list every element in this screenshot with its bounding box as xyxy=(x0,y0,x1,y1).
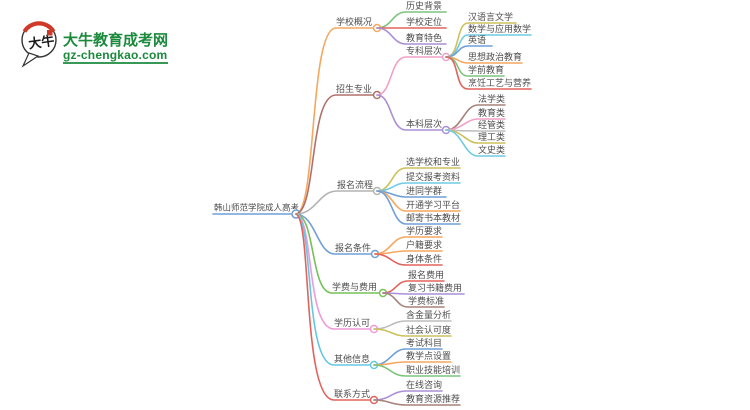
node-label[interactable]: 英语 xyxy=(468,34,486,45)
branch-line xyxy=(373,328,452,337)
branch-line xyxy=(295,213,371,366)
node-label[interactable]: 数学与应用数学 xyxy=(468,23,531,34)
node-label[interactable]: 文史类 xyxy=(478,144,505,155)
site-logo: 大牛 大牛教育成考网 gz-chengkao.com xyxy=(21,21,168,68)
branch-line xyxy=(376,94,443,131)
node-label[interactable]: 含金量分析 xyxy=(406,309,451,320)
logo-site-domain: gz-chengkao.com xyxy=(63,48,167,62)
node-label[interactable]: 经管类 xyxy=(478,119,505,130)
branch-line xyxy=(382,292,465,295)
node-bachelor-level[interactable]: 本科层次 法学类 教育类 经管类 理工类 xyxy=(376,93,506,157)
node-label[interactable]: 联系方式 xyxy=(334,388,370,399)
branch-registration-requirements[interactable]: 报名条件 学历要求 户籍要求 身体条件 xyxy=(295,213,443,266)
branch-line xyxy=(382,292,445,308)
node-label[interactable]: 历史背景 xyxy=(406,0,442,11)
branch-line xyxy=(373,364,461,377)
root-label[interactable]: 韩山师范学院成人高考 xyxy=(214,203,299,213)
branch-enrollment-majors[interactable]: 招生专业 专科层次 汉语言文学 数学与应用数学 英语 xyxy=(295,11,532,215)
node-label[interactable]: 户籍要求 xyxy=(406,239,442,250)
branch-line xyxy=(445,129,506,157)
node-label[interactable]: 进同学群 xyxy=(406,185,442,196)
node-science-engineering-category[interactable]: 理工类 xyxy=(445,129,506,144)
node-label[interactable]: 学费标准 xyxy=(408,295,444,306)
node-label[interactable]: 教学点设置 xyxy=(406,350,451,361)
branch-line xyxy=(376,190,461,225)
node-label[interactable]: 考试科目 xyxy=(406,337,442,348)
branch-line xyxy=(295,27,374,215)
branch-line xyxy=(295,190,374,215)
node-label[interactable]: 思想政治教育 xyxy=(468,51,522,62)
logo-speech-bubble: 大牛 xyxy=(21,21,57,68)
node-label[interactable]: 汉语言文学 xyxy=(468,11,513,22)
branch-other-info[interactable]: 其他信息 考试科目 教学点设置 职业技能培训 xyxy=(295,213,461,377)
bubble-tail xyxy=(21,52,40,68)
branch-line xyxy=(445,56,532,90)
node-label[interactable]: 教育类 xyxy=(478,107,505,118)
node-education-resources[interactable]: 教育资源推荐 xyxy=(373,393,461,406)
node-label[interactable]: 开通学习平台 xyxy=(406,199,460,210)
node-vocational-training[interactable]: 职业技能培训 xyxy=(373,364,461,377)
branch-line xyxy=(295,213,372,255)
node-label[interactable]: 选学校和专业 xyxy=(406,156,460,167)
node-teaching-points[interactable]: 教学点设置 xyxy=(373,350,452,366)
node-label[interactable]: 学历认可 xyxy=(334,317,370,328)
node-label[interactable]: 专科层次 xyxy=(406,45,442,56)
node-culinary-nutrition[interactable]: 烹饪工艺与营养 xyxy=(445,56,532,90)
node-physical-condition[interactable]: 身体条件 xyxy=(374,253,443,266)
branch-line xyxy=(376,27,447,45)
logo-site-name: 大牛教育成考网 xyxy=(63,31,168,49)
node-label[interactable]: 提交报考资料 xyxy=(406,171,460,182)
node-liberal-arts-category[interactable]: 文史类 xyxy=(445,129,506,157)
node-label[interactable]: 招生专业 xyxy=(336,83,372,94)
node-label[interactable]: 理工类 xyxy=(478,131,505,142)
node-label[interactable]: 社会认可度 xyxy=(406,324,451,335)
branch-line xyxy=(374,253,443,266)
node-label[interactable]: 报名流程 xyxy=(337,179,373,190)
node-label[interactable]: 学校概况 xyxy=(336,16,372,27)
node-label[interactable]: 在线咨询 xyxy=(406,379,442,390)
branch-contact[interactable]: 联系方式 在线咨询 教育资源推荐 xyxy=(295,213,461,406)
node-label[interactable]: 法学类 xyxy=(478,93,505,104)
node-associate-level[interactable]: 专科层次 汉语言文学 数学与应用数学 英语 思想政治教育 xyxy=(376,11,532,96)
seal-stamp-icon xyxy=(47,30,53,36)
bubble-red-arc xyxy=(22,21,56,33)
node-label[interactable]: 其他信息 xyxy=(334,353,370,364)
node-education-features[interactable]: 教育特色 xyxy=(376,27,447,45)
node-tuition-standard[interactable]: 学费标准 xyxy=(382,292,445,308)
node-label[interactable]: 教育资源推荐 xyxy=(406,393,460,404)
branch-school-overview[interactable]: 学校概况 历史背景 学校定位 教育特色 xyxy=(295,0,447,215)
node-mail-textbooks[interactable]: 邮寄书本教材 xyxy=(376,190,461,225)
branch-line xyxy=(295,213,380,294)
node-label[interactable]: 学历要求 xyxy=(406,225,442,236)
node-label[interactable]: 本科层次 xyxy=(406,118,442,129)
branch-registration-process[interactable]: 报名流程 选学校和专业 提交报考资料 进同学群 开通学习平台 邮寄书本教材 xyxy=(295,156,461,225)
node-label[interactable]: 烹饪工艺与营养 xyxy=(468,77,531,88)
node-label[interactable]: 学费与费用 xyxy=(332,281,377,292)
branch-line xyxy=(373,399,461,406)
node-label[interactable]: 身体条件 xyxy=(406,253,442,264)
bubble-calligraphy-text: 大牛 xyxy=(27,33,55,51)
node-label[interactable]: 教育特色 xyxy=(406,32,442,43)
node-label[interactable]: 学前教育 xyxy=(468,64,504,75)
root-node[interactable]: 韩山师范学院成人高考 xyxy=(212,203,301,219)
branch-line xyxy=(376,56,443,96)
node-label[interactable]: 报名费用 xyxy=(408,269,444,280)
branch-line xyxy=(295,213,371,401)
node-label[interactable]: 报名条件 xyxy=(335,242,371,253)
node-label[interactable]: 学校定位 xyxy=(406,16,442,27)
node-residency-requirement[interactable]: 户籍要求 xyxy=(374,239,443,255)
node-label[interactable]: 邮寄书本教材 xyxy=(406,212,460,223)
node-label[interactable]: 职业技能培训 xyxy=(406,364,460,375)
node-social-recognition[interactable]: 社会认可度 xyxy=(373,324,452,337)
node-label[interactable]: 复习书籍费用 xyxy=(408,282,462,293)
branch-line xyxy=(295,94,374,215)
branch-tuition-fees[interactable]: 学费与费用 报名费用 复习书籍费用 学费标准 xyxy=(295,213,465,308)
node-school-positioning[interactable]: 学校定位 xyxy=(376,16,447,29)
